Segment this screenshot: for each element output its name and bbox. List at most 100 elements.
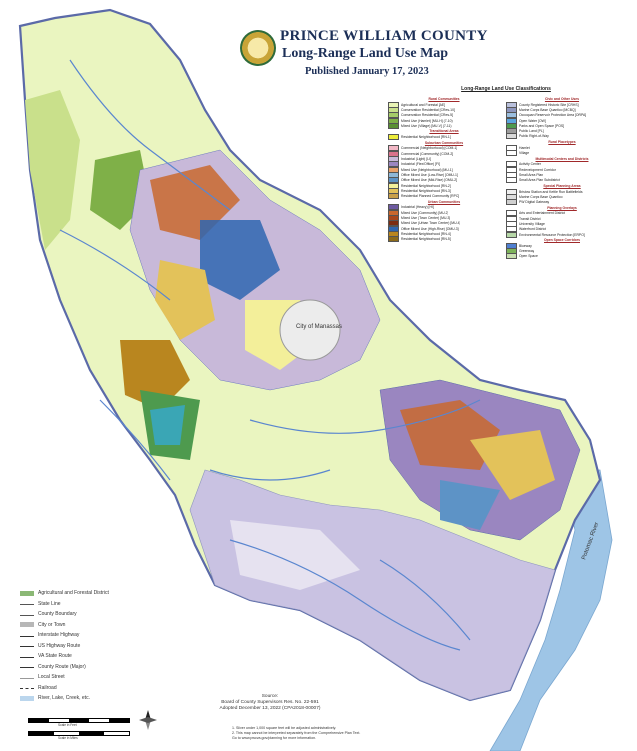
- industrial-west: [150, 405, 185, 445]
- legend-item-label: Greenway: [519, 249, 535, 254]
- legend-item-label: Marine Corps Base Quantico: [519, 194, 563, 199]
- legend-group-title: Open Space Corridors: [544, 238, 580, 243]
- interstate-icon: [20, 635, 34, 637]
- map-notes: 1. Sliver under 1,000 square feet will b…: [232, 726, 462, 741]
- legend-group-title: Rural Placetypes: [548, 140, 576, 145]
- legend-item-label: County Registered Historic Site [CRHS]: [519, 102, 579, 107]
- city-label: City of Manassas: [296, 324, 342, 330]
- legend-item-label: Public Right-of-Way: [519, 134, 549, 139]
- legend-swatch: [506, 253, 517, 260]
- legend-swatch: [388, 122, 399, 129]
- legend-item-label: Industrial (Flex/Office) [FI]: [401, 162, 440, 167]
- reference-legend-label: County Route (Major): [38, 663, 86, 670]
- residential-east: [470, 430, 555, 500]
- legend-item-label: Waterfront District: [519, 227, 547, 232]
- legend-item-label: Small Area Plan Subdistrict: [519, 178, 560, 183]
- legend-item: PW Digital Gateway: [506, 199, 618, 206]
- legend-group-title: Rural Communities: [428, 97, 460, 101]
- legend-swatch: [506, 199, 517, 206]
- reference-legend-label: Railroad: [38, 684, 57, 691]
- legend-item-label: Environmental Resource Protection [ERPO]: [519, 232, 585, 237]
- legend-item-label: Conservation Residential [CRes-10]: [401, 107, 455, 112]
- legend-item-label: Small Area Plan: [519, 172, 544, 177]
- reference-legend-item: Local Street: [20, 672, 150, 683]
- source-block: Source: Board of County Supervisors Res.…: [200, 694, 340, 712]
- legend-item-label: Mixed Use (Village) [MU-V] (7-11): [401, 123, 452, 128]
- legend-item-label: Arts and Entertainment District: [519, 211, 565, 216]
- legend-group-title: Multimodal Centers and Districts: [535, 156, 589, 161]
- legend-item: Residential Neighborhood [RN-1]: [388, 134, 500, 141]
- legend-item-label: Redevelopment Corridor: [519, 167, 556, 172]
- source-line-3: Adopted December 13, 2022 (CPA2018-00007…: [219, 706, 321, 711]
- county-title: PRINCE WILLIAM COUNTY: [280, 28, 488, 44]
- legend-item-label: Hamlet: [519, 145, 530, 150]
- scale-feet-label: Scale in Feet: [58, 723, 77, 727]
- legend-item-label: Occoquan Reservoir Protection Area [ORPA…: [519, 113, 587, 118]
- north-arrow-icon: [139, 710, 157, 730]
- legend-swatch: [388, 134, 399, 141]
- legend-item-label: Mixed Use (Hamlet) [MU-H] (7-10): [401, 118, 453, 123]
- legend-group-title: Suburban Communities: [424, 140, 464, 145]
- scale-bar: Scale in Feet Scale in Miles: [18, 712, 138, 748]
- source-line-2: Board of County Supervisors Res. No. 22-…: [221, 700, 319, 705]
- county-route-icon: [20, 667, 34, 669]
- legend-item-label: Conservation Residential [CRes-5]: [401, 113, 454, 118]
- legend-item-label: Village: [519, 151, 530, 156]
- reference-legend-item: County Boundary: [20, 609, 150, 620]
- stream-network: [59, 59, 481, 651]
- reference-legend-label: County Boundary: [38, 611, 77, 618]
- legend-item-label: Parks and Open Space [POS]: [519, 123, 565, 128]
- reference-legend-item: City or Town: [20, 620, 150, 631]
- railroad-icon: [20, 688, 34, 690]
- legend-item-label: Residential Planned Community [RPC]: [401, 194, 460, 199]
- legend-swatch: [506, 231, 517, 238]
- reference-legend-item: Railroad: [20, 683, 150, 694]
- legend-item: Environmental Resource Protection [ERPO]: [506, 231, 618, 238]
- reference-legend-item: County Route (Major): [20, 662, 150, 673]
- water-icon: [20, 695, 34, 701]
- reference-legend-item: State Line: [20, 599, 150, 610]
- office-east: [440, 480, 500, 530]
- legend-item-label: Agricultural and Forestal [AE]: [401, 102, 446, 107]
- legend-item-label: University Village: [519, 221, 545, 226]
- legend-swatch: [506, 177, 517, 184]
- district-hatch-icon: [20, 590, 34, 596]
- legend-group-title: Urban Communities: [427, 199, 461, 204]
- map-title: Long-Range Land Use Map: [282, 46, 449, 61]
- legend-item-label: Industrial (Heavy) [HI]: [401, 205, 434, 210]
- county-boundary-icon: [20, 614, 34, 616]
- legend-group-title: Planning Overlays: [547, 205, 577, 210]
- note-3: Go to www.pwcva.gov/planning for more in…: [232, 736, 317, 740]
- legend-item-label: Open Water [OW]: [519, 118, 546, 123]
- mixed-use-east: [400, 400, 500, 470]
- conservation-area-west: [25, 90, 80, 250]
- legend-item-label: PW Digital Gateway: [519, 200, 550, 205]
- legend-item-label: Transit District: [519, 216, 541, 221]
- legend-item-label: Residential Neighborhood [RN-2]: [401, 183, 451, 188]
- legend-item-label: Commercial (Community) [COM-2]: [401, 151, 454, 156]
- legend-item-label: Residential Neighborhood [RN-5]: [401, 237, 451, 242]
- city-town-icon: [20, 622, 34, 628]
- reference-legend-label: Local Street: [38, 674, 65, 681]
- state-route-icon: [20, 656, 34, 658]
- reference-legend-item: VA State Route: [20, 651, 150, 662]
- legend-item-label: Commercial (Neighborhood) [COM-1]: [401, 146, 458, 151]
- legend-group-title: Special Planning Areas: [543, 183, 581, 188]
- legend-item: Residential Neighborhood [RN-5]: [388, 236, 500, 243]
- legend-item-label: Activity Center: [519, 162, 541, 167]
- legend-item-label: Mixed Use (Community) [MU-2]: [401, 210, 449, 215]
- residential-rn4: [120, 340, 190, 410]
- reference-legend-label: City or Town: [38, 621, 66, 628]
- reference-legend-label: River, Lake, Creek, etc.: [38, 695, 90, 702]
- legend-item-label: Open Space: [519, 254, 538, 259]
- scale-miles-label: Scale in Miles: [58, 736, 78, 740]
- source-line-1: Source:: [261, 694, 279, 699]
- city-of-manassas[interactable]: [279, 299, 341, 361]
- special-planning-area: [230, 520, 360, 590]
- scale-bar-miles: [28, 731, 130, 736]
- legend-item-label: Industrial (Light) [LI]: [401, 157, 431, 162]
- reference-legend-label: US Highway Route: [38, 642, 81, 649]
